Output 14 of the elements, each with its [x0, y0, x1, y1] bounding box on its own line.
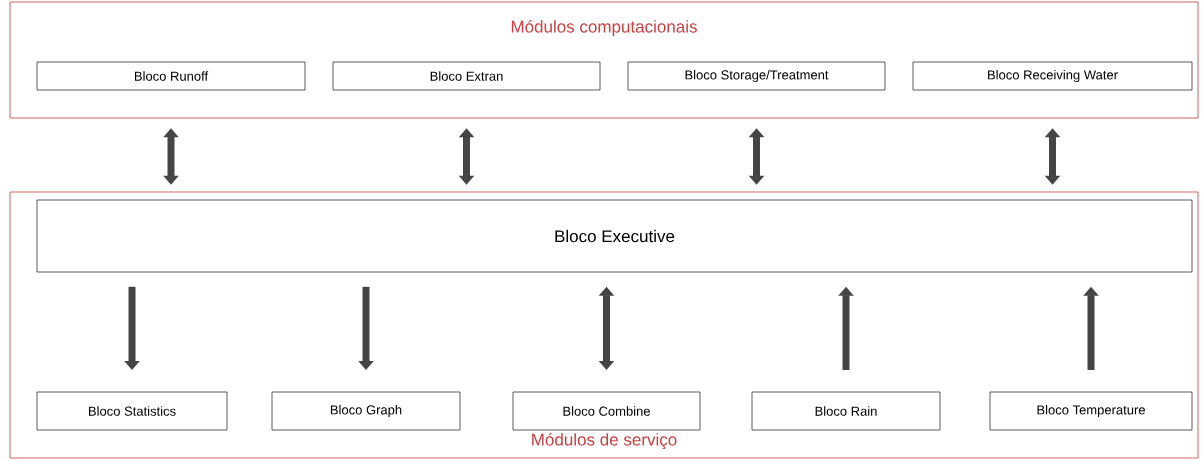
- block-box: Bloco Executive: [36, 199, 1193, 273]
- block-box: Bloco Temperature: [989, 391, 1193, 431]
- block-box: Bloco Receiving Water: [912, 61, 1193, 91]
- double-arrow: [458, 128, 475, 185]
- double-arrow: [163, 128, 179, 185]
- block-box: Bloco Rain: [751, 391, 941, 431]
- double-arrow: [748, 128, 765, 185]
- block-box: Bloco Runoff: [36, 61, 306, 91]
- double-arrow: [1044, 128, 1061, 185]
- block-box: Bloco Combine: [512, 391, 701, 431]
- block-box: Bloco Graph: [271, 391, 461, 431]
- block-box: Bloco Statistics: [36, 391, 228, 431]
- block-box: Bloco Extran: [332, 61, 601, 91]
- block-box: Bloco Storage/Treatment: [627, 61, 886, 91]
